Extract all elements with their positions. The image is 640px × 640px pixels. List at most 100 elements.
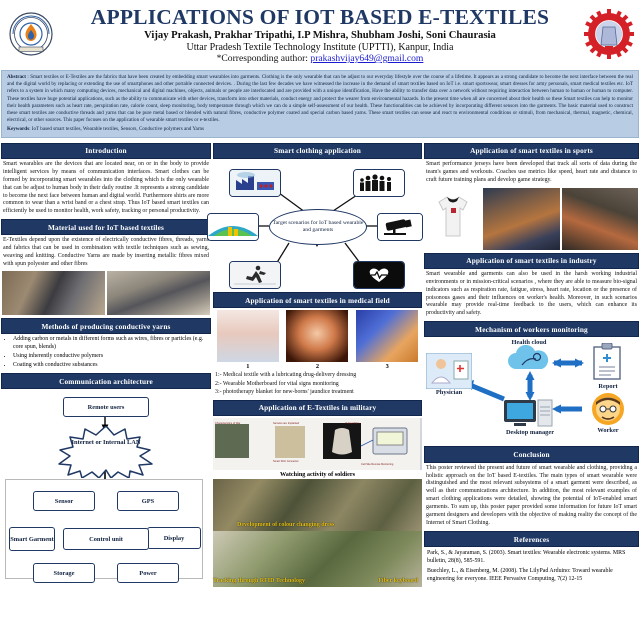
conclusion-text: This poster reviewed the present and fut… [426,464,637,526]
node-sensor[interactable]: Sensor [33,491,95,512]
node-power[interactable]: Power [117,563,179,584]
scenario-center-label: Target scenarios for IoT based wearable … [269,208,367,245]
node-remote-users[interactable]: Remote users [63,397,149,418]
section-heading-references: References [424,530,639,548]
right-column: Application of smart textiles in sports … [424,140,639,587]
network-burst-shape: Internet or Internal LAN [53,426,159,479]
node-label: Control unit [89,535,123,543]
svg-text:Output Shirt: Output Shirt [345,421,359,425]
security-camera-icon [377,212,423,241]
military-caption-rfid: Tracking through RFID Technology [213,578,305,584]
svg-text:Smart Shirt Connector: Smart Shirt Connector [273,459,299,463]
section-heading-monitoring: Mechanism of workers monitoring [424,321,639,338]
svg-text:Sensors are Implanted: Sensors are Implanted [273,421,300,425]
heartbeat-health-icon [353,260,405,289]
svg-text:Cell Site Remote Monitoring: Cell Site Remote Monitoring [361,462,394,466]
monitoring-label-desktop-manager: Desktop manager [505,429,555,437]
keywords-line: Keywords: IoT based smart textiles, Wear… [7,126,633,133]
center-label-text: Target scenarios for IoT based wearable … [272,220,364,233]
list-item: Using inherently conductive polymers [13,353,211,361]
section-heading-military: Application of E-Textiles in military [213,399,422,416]
node-label: Power [139,569,157,577]
industry-text: Smart wearable and garments can also be … [426,270,637,317]
material-text: E-Textiles depend upon the existence of … [3,237,209,268]
methods-bullet-list: Adding carbon or metals in different for… [1,336,211,370]
corresponding-author-line: *Corresponding author: prakashvijay649@g… [62,54,578,64]
communication-architecture-diagram: Remote users Internet or Internal LAN Se… [1,391,211,584]
keywords-text: : IoT based smart textiles, Wearable tex… [29,125,205,132]
health-cloud-icon [508,345,549,370]
runner-sports-icon [229,260,281,289]
legend-item: 3:- phototherapy blanket for new-borns' … [215,389,354,396]
conductive-yarn-photo-2 [107,271,210,316]
textile-gear-emblem-logo [578,5,640,65]
conductive-yarn-images [1,271,211,316]
smart-factory-icon [229,168,281,197]
middle-column: Smart clothing application [207,140,423,587]
legend-item: 1:- Medical textile with a lubricating d… [215,372,357,379]
abstract-block: Abstract : Smart textiles or E-Textiles … [1,70,639,138]
keywords-label: Keywords [7,125,30,132]
smart-jersey-photo [425,187,481,250]
node-smart-garment[interactable]: Smart Garment [9,527,55,552]
node-display[interactable]: Display [147,527,201,550]
legend-item: 2:- Wearable Motherboard for vital signs… [215,380,339,387]
poster-header: APPLICATIONS OF IOT BASED E-TEXTILES Vij… [0,0,640,70]
svg-text:Characteristics of War: Characteristics of War [215,421,241,425]
smart-clothing-scenario-diagram: Target scenarios for IoT based wearable … [207,161,423,289]
smart-city-icon [207,212,259,241]
basketball-game-photo [483,187,560,250]
medical-textile-dressing-photo [216,310,279,363]
workers-monitoring-diagram: Health cloud Report [424,339,639,443]
monitoring-label-physician: Physician [435,389,463,397]
image-number: 2 [315,363,320,371]
section-heading-introduction: Introduction [1,142,211,159]
left-column: Introduction Smart wearables are the dev… [1,140,211,587]
upti-flame-emblem-logo [0,5,62,65]
node-gps[interactable]: GPS [117,491,179,512]
sprint-athletes-photo [561,187,638,250]
introduction-text: Smart wearables are the devices that are… [3,160,209,215]
node-storage[interactable]: Storage [33,563,95,584]
node-label: Storage [53,569,75,577]
worker-avatar-icon [592,393,624,426]
author-list: Vijay Prakash, Prakhar Tripathi, I.P Mis… [144,30,496,42]
corresponding-email-link[interactable]: prakashvijay649@gmail.com [310,53,424,65]
corresponding-label: *Corresponding author: [216,53,308,65]
conductive-yarn-photo-1 [2,271,105,316]
monitoring-label-worker: Worker [597,427,619,435]
wearable-motherboard-photo [286,310,349,363]
affiliation: Uttar Pradesh Textile Technology Institu… [186,41,454,53]
section-heading-conclusion: Conclusion [424,446,639,463]
node-label: Remote users [87,403,125,411]
rfid-tracking-photo: Tracking through RFID Technology Fiber k… [213,531,422,587]
medical-images [213,310,422,363]
page-title: APPLICATIONS OF IOT BASED E-TEXTILES [90,4,550,29]
section-heading-industry: Application of smart textiles in industr… [424,252,639,269]
military-caption-colour-changing: Development of colour changing dress [237,522,335,528]
sports-images [424,187,639,250]
section-heading-architecture: Communication architecture [1,373,211,390]
section-heading-methods: Methods of producing conductive yarns [1,318,211,335]
phototherapy-blanket-photo [356,310,419,363]
monitoring-label-report: Report [598,383,618,391]
colour-changing-dress-photo: Development of colour changing dress [213,479,422,531]
node-network-label: Internet or Internal LAN [71,439,141,447]
section-heading-material: Material used for IoT based textiles [1,219,211,236]
crowd-people-icon [353,168,405,197]
section-heading-medical: Application of smart textiles in medical… [213,291,422,309]
references-list: Park, S., & Jayaraman, S. (2003). Smart … [424,549,639,586]
list-item: Adding carbon or metals in different for… [13,336,211,352]
soldier-monitoring-diagram-photo: Sensors are Implanted Output Shirt Smart… [213,418,422,470]
medical-image-numbers: 1 2 3 [213,362,422,371]
node-control-unit[interactable]: Control unit [63,528,149,551]
list-item: Coating with conductive substances [13,362,211,370]
reference-item: Park, S., & Jayaraman, S. (2003). Smart … [427,550,626,564]
abstract-text: Smart textiles or E-Textiles are the fab… [7,74,633,124]
sports-text: Smart performance jerseys have been deve… [426,160,637,183]
node-label: GPS [141,497,155,505]
section-heading-smart-clothing: Smart clothing application [213,142,422,159]
node-label: Sensor [54,497,74,505]
poster-columns: Introduction Smart wearables are the dev… [0,138,640,587]
